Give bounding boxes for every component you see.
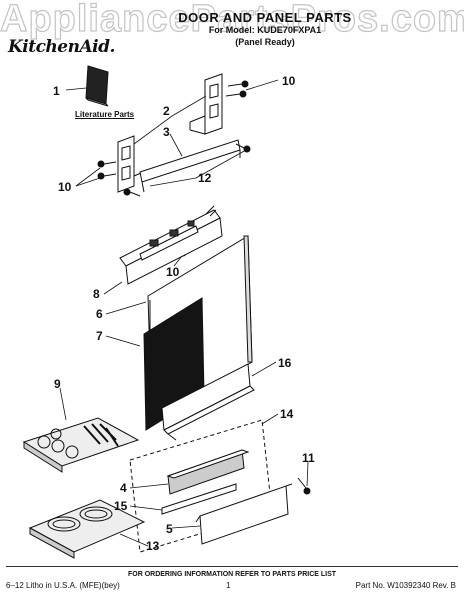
door-bracket-left (117, 135, 149, 193)
part-number: Part No. W10392340 Rev. B (355, 581, 456, 590)
control-panel-assembly (119, 205, 223, 285)
callout-1: 1 (53, 84, 60, 98)
brand-logo: KitchenAid. (8, 37, 115, 57)
hardware-kit (22, 417, 140, 473)
callout-numbers: 1 2 3 10 10 12 10 8 6 7 16 9 14 4 15 11 … (53, 74, 315, 553)
callout-5: 5 (166, 522, 173, 536)
spacer-strip (161, 483, 237, 515)
callout-7: 7 (96, 329, 103, 343)
callout-13: 13 (146, 539, 160, 553)
watermark: AppliancePartsPros.com (0, 0, 464, 41)
callout-15: 15 (114, 499, 128, 513)
callout-8: 8 (93, 287, 100, 301)
callout-10-top: 10 (282, 74, 296, 88)
kick-plate-screw (297, 477, 311, 495)
callout-9: 9 (54, 377, 61, 391)
ordering-note: FOR ORDERING INFORMATION REFER TO PARTS … (127, 571, 337, 578)
kick-plate (195, 483, 293, 545)
door-trim-bar (161, 363, 255, 441)
leader-lines (59, 79, 309, 547)
callout-16: 16 (278, 356, 292, 370)
literature-parts-label: Literature Parts (75, 110, 135, 119)
panel-note: (Panel Ready) (235, 37, 295, 47)
callout-6: 6 (96, 307, 103, 321)
callout-10-left: 10 (58, 180, 72, 194)
top-rail (139, 139, 241, 193)
toe-panel (166, 449, 250, 495)
callout-4: 4 (120, 481, 127, 495)
print-info: 6–12 Litho in U.S.A. (MFE)(bey) (6, 581, 120, 590)
door-gasket (28, 499, 146, 559)
callout-12: 12 (198, 171, 212, 185)
callout-2: 2 (163, 104, 170, 118)
literature-booklet (85, 65, 109, 107)
model-number: For Model: KUDE70FXPA1 (208, 25, 322, 35)
diagram-title: DOOR AND PANEL PARTS (178, 10, 352, 25)
callout-3: 3 (163, 125, 170, 139)
door-bracket-right (189, 73, 223, 135)
callout-14: 14 (280, 407, 294, 421)
callout-11: 11 (302, 451, 315, 465)
page-number: 1 (226, 581, 231, 590)
footer-rule (6, 566, 458, 567)
callout-10-mid: 10 (166, 265, 180, 279)
